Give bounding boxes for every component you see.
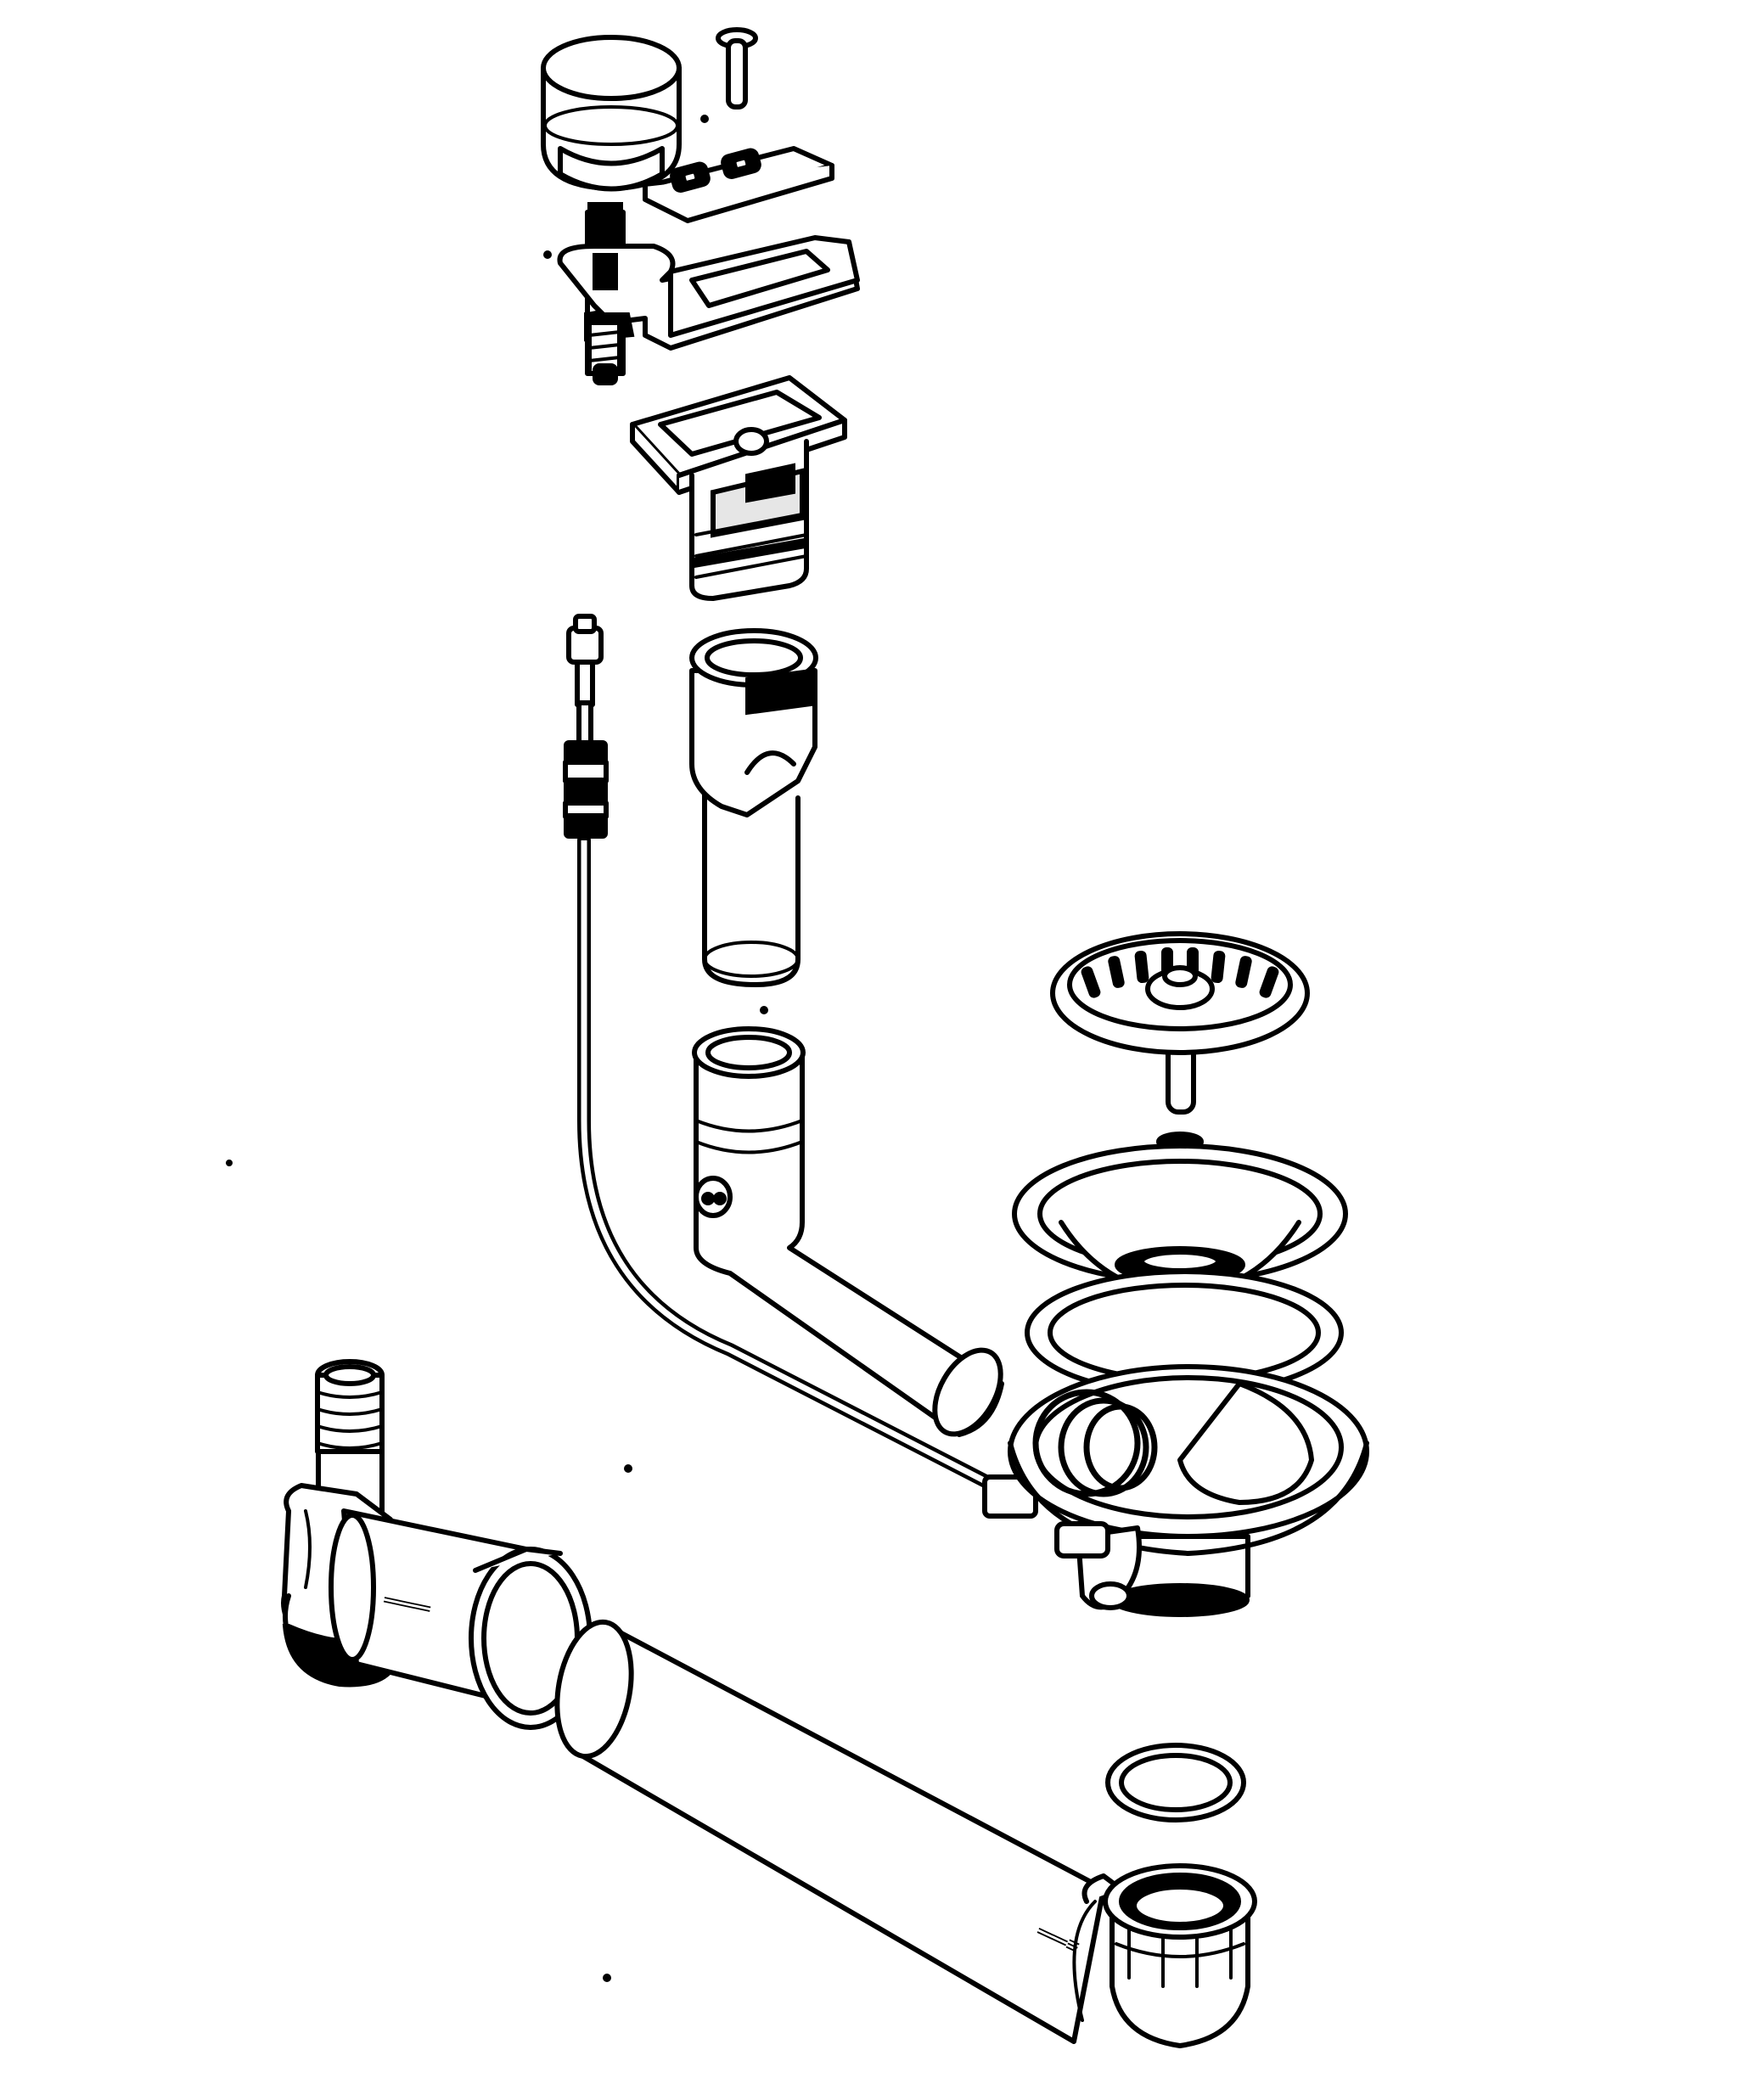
bowden-cable bbox=[563, 614, 1038, 1519]
spring-coil bbox=[1032, 1389, 1158, 1497]
pipe-nut bbox=[1081, 1863, 1257, 2048]
seal-ring bbox=[1105, 1743, 1246, 1822]
flange-gasket bbox=[1025, 1269, 1344, 1396]
scan-specks bbox=[226, 115, 768, 1982]
overflow-pipe bbox=[689, 628, 818, 987]
small-pin bbox=[716, 27, 758, 110]
horizontal-pipe: ══≡ bbox=[554, 1619, 1106, 2044]
overflow-housing bbox=[630, 375, 847, 601]
drain-body bbox=[1008, 1364, 1369, 1617]
hose-barb bbox=[315, 1359, 385, 1454]
basket-strainer bbox=[1050, 931, 1310, 1115]
mounting-bracket bbox=[557, 235, 860, 385]
cover-plate bbox=[643, 146, 834, 223]
overflow-connector bbox=[692, 1026, 1004, 1437]
